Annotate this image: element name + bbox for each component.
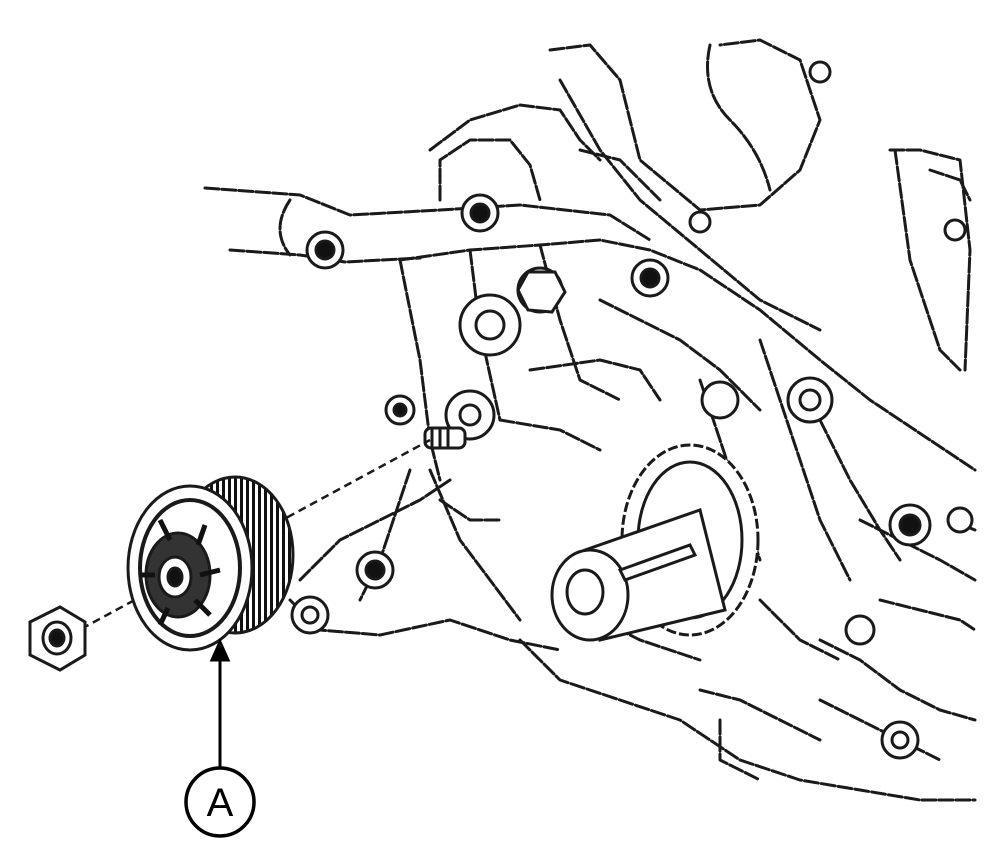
callout-leader (209, 638, 231, 768)
stud (423, 426, 467, 450)
crankshaft-snout (550, 443, 760, 642)
engine-housing (203, 38, 977, 802)
callout-a: A (184, 766, 256, 838)
callout-a-label: A (207, 781, 234, 825)
nut (28, 605, 87, 672)
sprocket (126, 475, 295, 652)
bolts (290, 60, 974, 760)
alignment-line (69, 438, 431, 637)
